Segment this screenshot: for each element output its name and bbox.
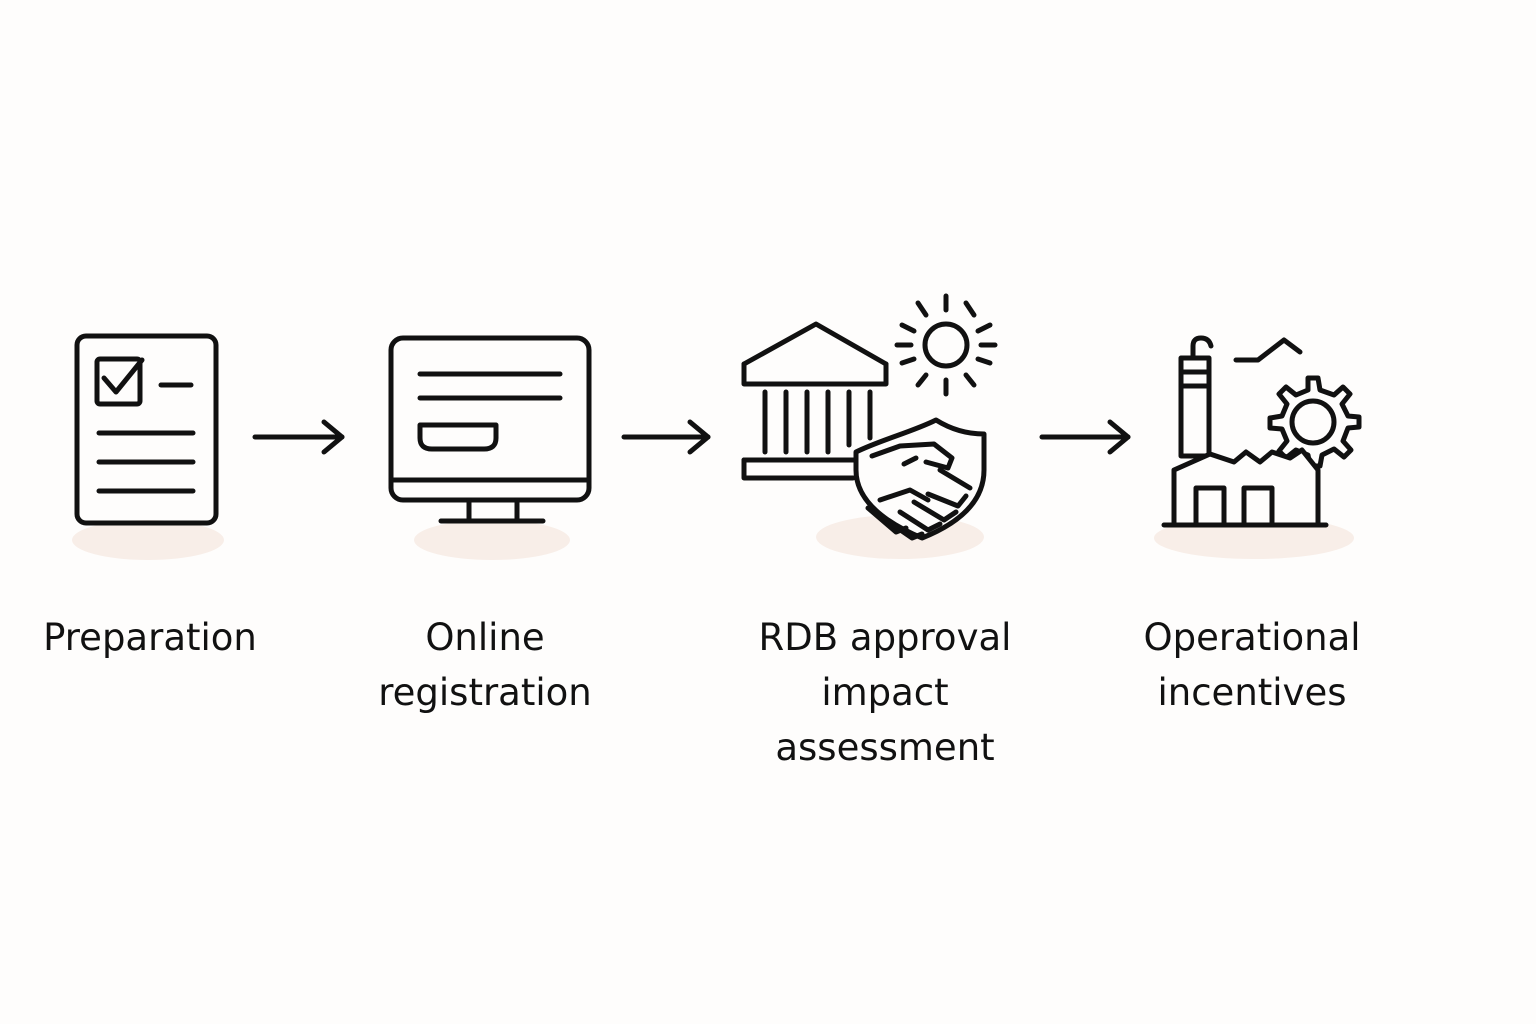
sun-icon: [894, 293, 998, 397]
factory-building-icon: [1161, 447, 1329, 528]
step-label-line: Online: [425, 616, 545, 659]
factory-gear-icon: [1161, 335, 1362, 528]
computer-monitor-form-icon: [388, 335, 592, 524]
step-label-line: RDB approval: [758, 616, 1012, 659]
step-label-line: Preparation: [43, 616, 257, 659]
step-label-line: Operational: [1143, 616, 1361, 659]
handshake-shield-icon: [853, 417, 987, 541]
step-label-online-registration: Online registration: [362, 610, 608, 720]
step-label-preparation: Preparation: [30, 610, 270, 665]
arrow-icon-3: [1039, 419, 1131, 455]
bank-handshake-sun-icon: [741, 293, 998, 541]
step-label-rdb-approval: RDB approval impact assessment: [740, 610, 1030, 775]
gear-icon: [1267, 375, 1362, 469]
step-label-line: assessment: [775, 726, 995, 769]
icon-shadows: [72, 515, 1354, 560]
bank-building-icon: [741, 321, 889, 481]
step-label-line: registration: [378, 671, 592, 714]
step-label-line: incentives: [1157, 671, 1347, 714]
shadow-online-registration: [414, 520, 570, 560]
step-label-line: impact: [821, 671, 949, 714]
smoke-icon: [1190, 335, 1303, 363]
shadow-preparation: [72, 520, 224, 560]
arrow-icon-1: [252, 419, 345, 455]
chimney-icon: [1178, 355, 1212, 459]
arrow-icon-2: [621, 419, 711, 455]
checklist-document-icon: [74, 333, 219, 526]
step-label-operational-incentives: Operational incentives: [1124, 610, 1380, 720]
